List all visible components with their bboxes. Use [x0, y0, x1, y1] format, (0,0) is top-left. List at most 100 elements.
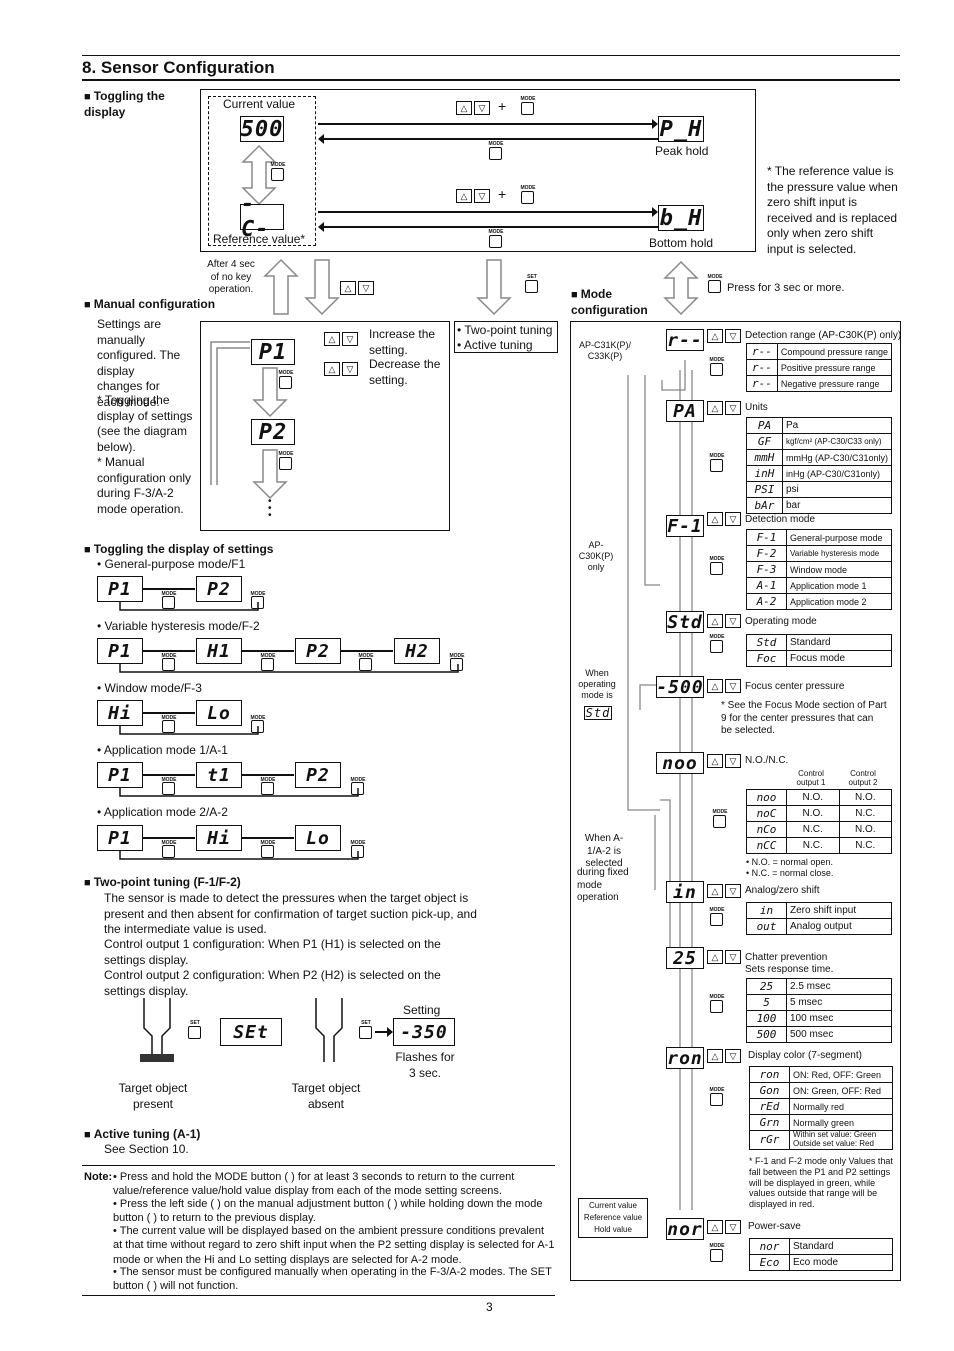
table-cell: mmH	[746, 449, 783, 466]
mode-button[interactable]	[708, 280, 721, 293]
set-button[interactable]	[359, 1026, 372, 1039]
mode-label: MODE	[260, 777, 276, 783]
down-key[interactable]: ▽	[358, 281, 374, 295]
mode-button[interactable]	[710, 1000, 723, 1013]
up-key[interactable]: △	[707, 614, 723, 628]
up-key[interactable]: △	[340, 281, 356, 295]
table-cell: Normally green	[789, 1114, 893, 1131]
table-cell: Foc	[746, 650, 787, 667]
mode-button[interactable]	[521, 191, 534, 204]
down-key[interactable]: ▽	[725, 1220, 741, 1234]
table-cell: 500	[746, 1026, 787, 1043]
table-cell: Normally red	[789, 1098, 893, 1115]
mode-label: MODE	[488, 229, 504, 235]
up-key[interactable]: △	[456, 189, 472, 203]
set-button[interactable]	[525, 280, 538, 293]
reference-value-label: Reference value*	[213, 232, 306, 246]
up-key[interactable]: △	[707, 1049, 723, 1063]
mode-button[interactable]	[162, 596, 175, 609]
mode-button[interactable]	[710, 1249, 723, 1262]
up-key[interactable]: △	[707, 754, 723, 768]
up-key[interactable]: △	[324, 362, 340, 376]
set-button[interactable]	[188, 1026, 201, 1039]
setting-cell: Lo	[295, 825, 341, 851]
arrow-line	[242, 774, 294, 776]
mode-button[interactable]	[261, 845, 274, 858]
mode-button[interactable]	[261, 658, 274, 671]
down-arrow	[252, 367, 288, 418]
mode-button[interactable]	[261, 782, 274, 795]
up-key[interactable]: △	[707, 401, 723, 415]
down-key[interactable]: ▽	[725, 950, 741, 964]
mode-button[interactable]	[162, 658, 175, 671]
mode-button[interactable]	[162, 782, 175, 795]
mode-button[interactable]	[271, 168, 284, 181]
return-line	[119, 664, 459, 673]
up-key[interactable]: △	[707, 512, 723, 526]
mode-label: MODE	[161, 715, 177, 721]
setting-cell: H2	[394, 638, 440, 664]
plus-sign: +	[498, 186, 507, 202]
mode-button[interactable]	[162, 845, 175, 858]
down-key[interactable]: ▽	[725, 754, 741, 768]
mode-button[interactable]	[710, 363, 723, 376]
up-key[interactable]: △	[707, 329, 723, 343]
up-key[interactable]: △	[456, 101, 472, 115]
mode-label: MODE	[520, 185, 536, 191]
down-key[interactable]: ▽	[725, 512, 741, 526]
mode-button[interactable]	[710, 1093, 723, 1106]
mode-button[interactable]	[713, 815, 726, 828]
down-key[interactable]: ▽	[725, 329, 741, 343]
mode-label: MODE	[161, 777, 177, 783]
mode-button[interactable]	[710, 459, 723, 472]
down-key[interactable]: ▽	[725, 679, 741, 693]
mode-button[interactable]	[710, 640, 723, 653]
mode-button[interactable]	[710, 562, 723, 575]
mode-label: MODE	[278, 451, 294, 457]
mode-button[interactable]	[489, 235, 502, 248]
arrow-line	[242, 650, 294, 652]
mode-button[interactable]	[521, 102, 534, 115]
up-key[interactable]: △	[707, 884, 723, 898]
down-key[interactable]: ▽	[725, 401, 741, 415]
down-key[interactable]: ▽	[725, 614, 741, 628]
down-key[interactable]: ▽	[474, 101, 490, 115]
up-key[interactable]: △	[707, 679, 723, 693]
mode-label: MODE	[278, 370, 294, 376]
table-cell: N.O.	[786, 805, 840, 822]
mode-button[interactable]	[450, 658, 463, 671]
down-key[interactable]: ▽	[725, 884, 741, 898]
down-key[interactable]: ▽	[342, 362, 358, 376]
after-4sec: After 4 sec of no key operation.	[207, 259, 255, 295]
updown-keys: △▽	[707, 754, 741, 768]
down-key[interactable]: ▽	[474, 189, 490, 203]
mode-button[interactable]	[279, 376, 292, 389]
up-key[interactable]: △	[324, 332, 340, 346]
final-reference: Reference value	[583, 1213, 643, 1222]
mode-button[interactable]	[162, 720, 175, 733]
updown-keys: △▽	[340, 281, 374, 295]
mode-button[interactable]	[710, 913, 723, 926]
mode-button[interactable]	[489, 147, 502, 160]
down-key[interactable]: ▽	[342, 332, 358, 346]
table-cell: kgf/cm² (AP-C30/C33 only)	[781, 433, 893, 450]
flow-display-operating: Std	[666, 611, 704, 633]
mode-button[interactable]	[279, 457, 292, 470]
updown-arrow	[663, 260, 699, 316]
up-key[interactable]: △	[707, 1220, 723, 1234]
analog-title: Analog/zero shift	[745, 885, 820, 896]
when-std-label: When operating mode is	[578, 668, 616, 700]
table-cell: nCC	[746, 837, 787, 854]
up-key[interactable]: △	[707, 950, 723, 964]
table-cell: Application mode 2	[786, 593, 892, 610]
down-key[interactable]: ▽	[725, 1049, 741, 1063]
mode-button[interactable]	[359, 658, 372, 671]
